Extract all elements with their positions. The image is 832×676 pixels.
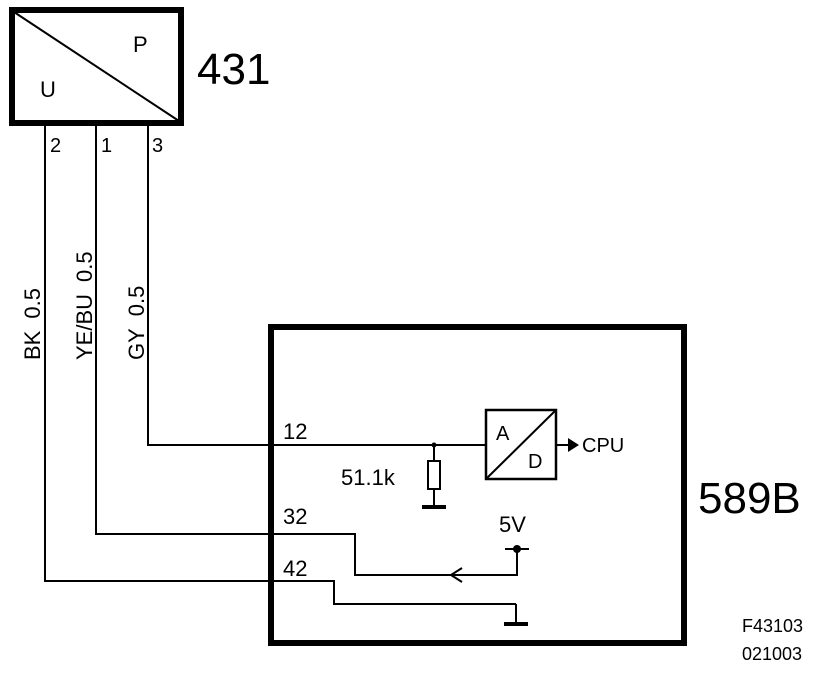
wire-gy-path bbox=[147, 123, 486, 446]
supply-label: 5V bbox=[499, 512, 526, 537]
module-pin-12: 12 bbox=[283, 419, 307, 444]
sensor-431: P U 431 2 1 3 bbox=[9, 7, 270, 157]
wire-color-bk: BK bbox=[20, 330, 45, 360]
figure-date: 021003 bbox=[742, 644, 802, 664]
resistor-value: 51.1k bbox=[341, 465, 396, 490]
sensor-diagonal bbox=[13, 11, 180, 122]
ad-label-d: D bbox=[528, 451, 542, 473]
wire-label-gy: GY 0.5 bbox=[124, 286, 149, 360]
wire-label-bk: BK 0.5 bbox=[20, 288, 45, 360]
module-box bbox=[268, 324, 687, 646]
sensor-letter-u: U bbox=[40, 77, 56, 102]
wire-label-yebu: YE/BU 0.5 bbox=[72, 251, 97, 360]
supply-wire bbox=[450, 549, 518, 576]
supply-5v: 5V bbox=[449, 512, 529, 583]
figure-code: F43103 bbox=[742, 616, 803, 636]
ad-diagonal bbox=[485, 409, 557, 480]
ad-label-a: A bbox=[496, 423, 510, 445]
module-id: 589B bbox=[698, 474, 801, 523]
wire-size-gy: 0.5 bbox=[124, 286, 149, 317]
figure-reference: F43103 021003 bbox=[742, 616, 803, 664]
wires bbox=[44, 123, 516, 605]
ad-converter: A D CPU bbox=[484, 408, 624, 481]
wire-labels: BK 0.5 YE/BU 0.5 GY 0.5 bbox=[20, 251, 149, 360]
ground bbox=[504, 604, 528, 626]
sensor-pin-2: 2 bbox=[50, 135, 61, 157]
wire-bk-path bbox=[44, 123, 516, 605]
module-pin-32: 32 bbox=[283, 504, 307, 529]
wire-yebu-path bbox=[95, 123, 450, 576]
wire-color-yebu: YE/BU bbox=[72, 294, 97, 360]
module-589b: 589B 12 32 42 51.1k A D CPU 5V bbox=[268, 324, 801, 646]
cpu-arrow-icon bbox=[568, 438, 579, 452]
resistor-node bbox=[431, 442, 437, 448]
resistor: 51.1k bbox=[341, 442, 446, 509]
sensor-pin-3: 3 bbox=[152, 135, 163, 157]
pullup-arrow-icon bbox=[449, 567, 463, 583]
sensor-id: 431 bbox=[197, 45, 270, 94]
resistor-body bbox=[427, 460, 441, 490]
sensor-pin-1: 1 bbox=[101, 135, 112, 157]
sensor-letter-p: P bbox=[133, 32, 148, 57]
module-pin-42: 42 bbox=[283, 556, 307, 581]
wire-color-gy: GY bbox=[124, 328, 149, 360]
wire-size-bk: 0.5 bbox=[20, 288, 45, 319]
cpu-label: CPU bbox=[582, 435, 624, 457]
wire-size-yebu: 0.5 bbox=[72, 251, 97, 282]
